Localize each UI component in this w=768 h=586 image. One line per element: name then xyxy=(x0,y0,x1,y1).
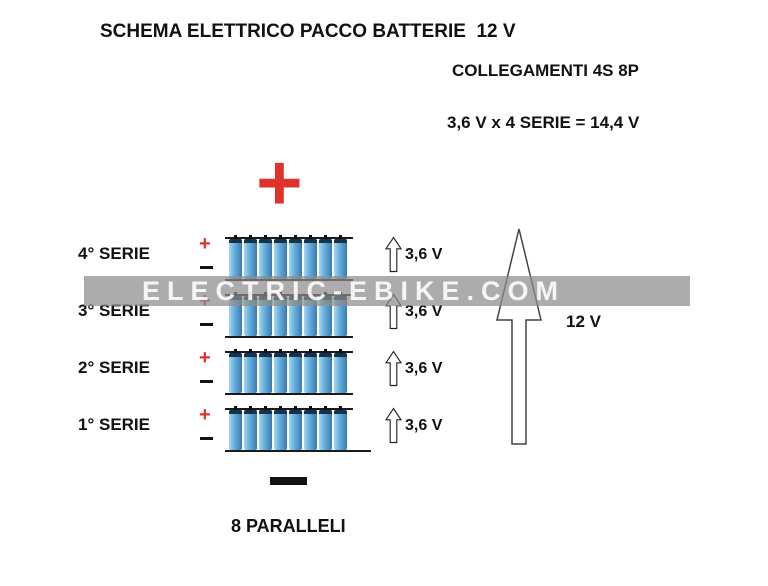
busbar-icon xyxy=(225,237,353,239)
battery-cell xyxy=(289,406,302,450)
voltage-arrow-icon xyxy=(385,236,402,273)
battery-cell xyxy=(304,349,317,393)
series-row-assembly xyxy=(225,233,353,281)
battery-cells xyxy=(229,235,347,279)
row-minus-symbol xyxy=(200,437,213,440)
battery-cell xyxy=(229,406,242,450)
battery-cells xyxy=(229,349,347,393)
connections-line1: COLLEGAMENTI 4S 8P xyxy=(452,61,640,80)
voltage-label: 3,6 V xyxy=(405,303,443,320)
series-label-1: 1° SERIE xyxy=(78,415,150,434)
battery-cell xyxy=(274,235,287,279)
busbar-icon xyxy=(225,450,371,452)
series-label-4: 4° SERIE xyxy=(78,244,150,263)
page-title: SCHEMA ELETTRICO PACCO BATTERIE 12 V xyxy=(100,21,516,42)
battery-cell xyxy=(334,406,347,450)
busbar-icon xyxy=(225,336,353,338)
minus-terminal-symbol xyxy=(270,477,307,485)
row-minus-symbol xyxy=(200,380,213,383)
battery-cell xyxy=(319,406,332,450)
battery-cell xyxy=(334,235,347,279)
series-row-assembly xyxy=(225,347,353,395)
battery-cell xyxy=(274,349,287,393)
voltage-label: 3,6 V xyxy=(405,246,443,263)
total-voltage-arrow-icon xyxy=(496,228,542,445)
battery-cell xyxy=(319,349,332,393)
battery-cell xyxy=(259,235,272,279)
battery-cell xyxy=(259,349,272,393)
watermark-text: ELECTRIC-EBIKE.COM xyxy=(142,276,565,306)
battery-cell xyxy=(319,235,332,279)
busbar-icon xyxy=(225,393,353,395)
voltage-arrow-icon xyxy=(385,407,402,444)
row-plus-symbol: + xyxy=(199,347,211,369)
voltage-arrow-icon xyxy=(385,350,402,387)
voltage-label: 3,6 V xyxy=(405,417,443,434)
battery-cell xyxy=(244,235,257,279)
battery-cell xyxy=(244,406,257,450)
total-voltage-label: 12 V xyxy=(566,312,601,331)
row-minus-symbol xyxy=(200,323,213,326)
series-row-assembly xyxy=(225,404,371,452)
row-minus-symbol xyxy=(200,266,213,269)
battery-cell xyxy=(244,349,257,393)
busbar-icon xyxy=(225,408,353,410)
battery-cell xyxy=(274,406,287,450)
watermark-band: ELECTRIC-EBIKE.COM xyxy=(84,276,690,306)
row-plus-symbol: + xyxy=(199,404,211,426)
battery-cells xyxy=(229,406,347,450)
connections-line2: 3,6 V x 4 SERIE = 14,4 V xyxy=(447,113,640,132)
busbar-icon xyxy=(225,351,353,353)
battery-cell xyxy=(229,349,242,393)
parallel-count-label: 8 PARALLELI xyxy=(231,516,346,536)
series-label-2: 2° SERIE xyxy=(78,358,150,377)
battery-cell xyxy=(229,235,242,279)
battery-cell xyxy=(334,349,347,393)
battery-cell xyxy=(289,349,302,393)
battery-cell xyxy=(289,235,302,279)
plus-terminal-symbol: + xyxy=(256,138,303,227)
battery-cell xyxy=(304,406,317,450)
battery-cell xyxy=(304,235,317,279)
battery-cell xyxy=(259,406,272,450)
voltage-label: 3,6 V xyxy=(405,360,443,377)
row-plus-symbol: + xyxy=(199,233,211,255)
